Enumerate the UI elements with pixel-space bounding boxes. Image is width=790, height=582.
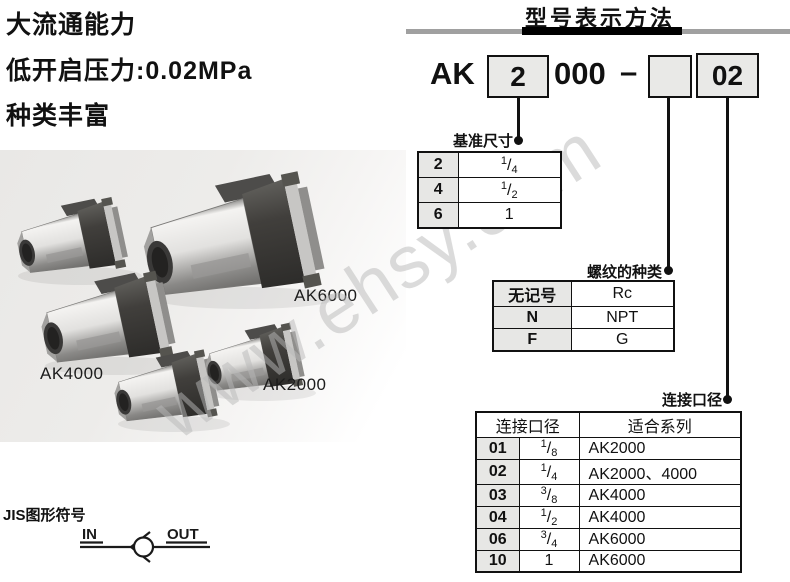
- port-code: 02: [475, 459, 520, 485]
- connector-line-port: [726, 98, 729, 398]
- size-code: 2: [417, 151, 459, 178]
- thread-code: F: [492, 328, 572, 352]
- port-series: AK2000: [578, 437, 742, 460]
- section-title-model-designation: 型号表示方法: [524, 6, 675, 31]
- connector-line-thread: [667, 98, 670, 270]
- table-row: N NPT: [492, 306, 675, 329]
- table-row: 2 1/4: [417, 151, 562, 178]
- port-series: AK6000: [578, 550, 742, 573]
- port-size: 1/4: [518, 459, 580, 485]
- jis-out-label: OUT: [167, 526, 199, 543]
- thread-value: NPT: [570, 306, 675, 329]
- connector-bullet-thread: [664, 266, 673, 275]
- port-header-series: 适合系列: [578, 411, 742, 438]
- jis-in-label: IN: [82, 526, 97, 543]
- table-row: F G: [492, 328, 675, 352]
- size-code: 4: [417, 177, 459, 203]
- model-body-digits: 000: [554, 56, 606, 91]
- port-size: 1/8: [518, 437, 580, 460]
- table-row: 04 1/2 AK4000: [475, 506, 742, 529]
- size-value: 1/2: [457, 177, 562, 203]
- model-prefix: AK: [430, 56, 475, 91]
- thread-code: N: [492, 306, 572, 329]
- table-row: 02 1/4 AK2000、4000: [475, 459, 742, 485]
- port-code: 10: [475, 550, 520, 573]
- port-header-size: 连接口径: [475, 411, 580, 438]
- photo-label-ak4000: AK4000: [40, 364, 104, 383]
- model-port-code-box: 02: [696, 53, 759, 98]
- connector-bullet-size: [514, 136, 523, 145]
- thread-value: Rc: [570, 280, 675, 307]
- table-row: 10 1 AK6000: [475, 550, 742, 573]
- size-value: 1: [457, 202, 562, 229]
- photo-label-ak6000: AK6000: [294, 286, 358, 305]
- table-row: 4 1/2: [417, 177, 562, 203]
- port-series: AK2000、4000: [578, 459, 742, 485]
- model-size-code-box: 2: [487, 55, 549, 98]
- model-dash: –: [620, 54, 638, 89]
- port-size: 1/2: [518, 506, 580, 529]
- table-row: 01 1/8 AK2000: [475, 437, 742, 460]
- port-size: 1: [518, 550, 580, 573]
- thread-table: 无记号 Rc N NPT F G: [492, 280, 675, 352]
- photo-label-ak2000: AK2000: [263, 375, 327, 394]
- port-code: 03: [475, 484, 520, 507]
- table-row: 无记号 Rc: [492, 280, 675, 307]
- size-table: 2 1/4 4 1/2 6 1: [417, 151, 562, 229]
- thread-table-title: 螺纹的种类: [586, 264, 662, 281]
- feature-line-flow: 大流通能力: [6, 11, 137, 39]
- table-row: 03 3/8 AK4000: [475, 484, 742, 507]
- port-series: AK4000: [578, 484, 742, 507]
- port-table-title: 连接口径: [661, 392, 722, 409]
- table-header-row: 连接口径 适合系列: [475, 411, 742, 438]
- thread-value: G: [570, 328, 675, 352]
- size-table-title: 基准尺寸: [452, 133, 513, 150]
- port-size: 3/4: [518, 528, 580, 551]
- port-series: AK6000: [578, 528, 742, 551]
- connector-line-size: [517, 98, 520, 138]
- port-table: 连接口径 适合系列 01 1/8 AK2000 02 1/4 AK2000、40…: [475, 411, 743, 573]
- header-rule-black: [522, 27, 682, 35]
- port-series: AK4000: [578, 506, 742, 529]
- check-valve-symbol: IN OUT: [80, 526, 210, 563]
- port-size: 3/8: [518, 484, 580, 507]
- product-photo: AK6000 AK4000 AK2000: [0, 150, 406, 442]
- table-row: 06 3/4 AK6000: [475, 528, 742, 551]
- model-thread-code-box: [648, 55, 692, 98]
- table-row: 6 1: [417, 202, 562, 229]
- feature-line-pressure: 低开启压力:0.02MPa: [6, 57, 253, 85]
- feature-line-variety: 种类丰富: [6, 102, 111, 130]
- port-code: 06: [475, 528, 520, 551]
- connector-bullet-port: [723, 395, 732, 404]
- thread-code: 无记号: [492, 280, 572, 307]
- size-value: 1/4: [457, 151, 562, 178]
- jis-symbol-heading: JIS图形符号: [3, 507, 86, 524]
- port-code: 01: [475, 437, 520, 460]
- port-code: 04: [475, 506, 520, 529]
- size-code: 6: [417, 202, 459, 229]
- check-valve-product-illustration: [11, 166, 337, 436]
